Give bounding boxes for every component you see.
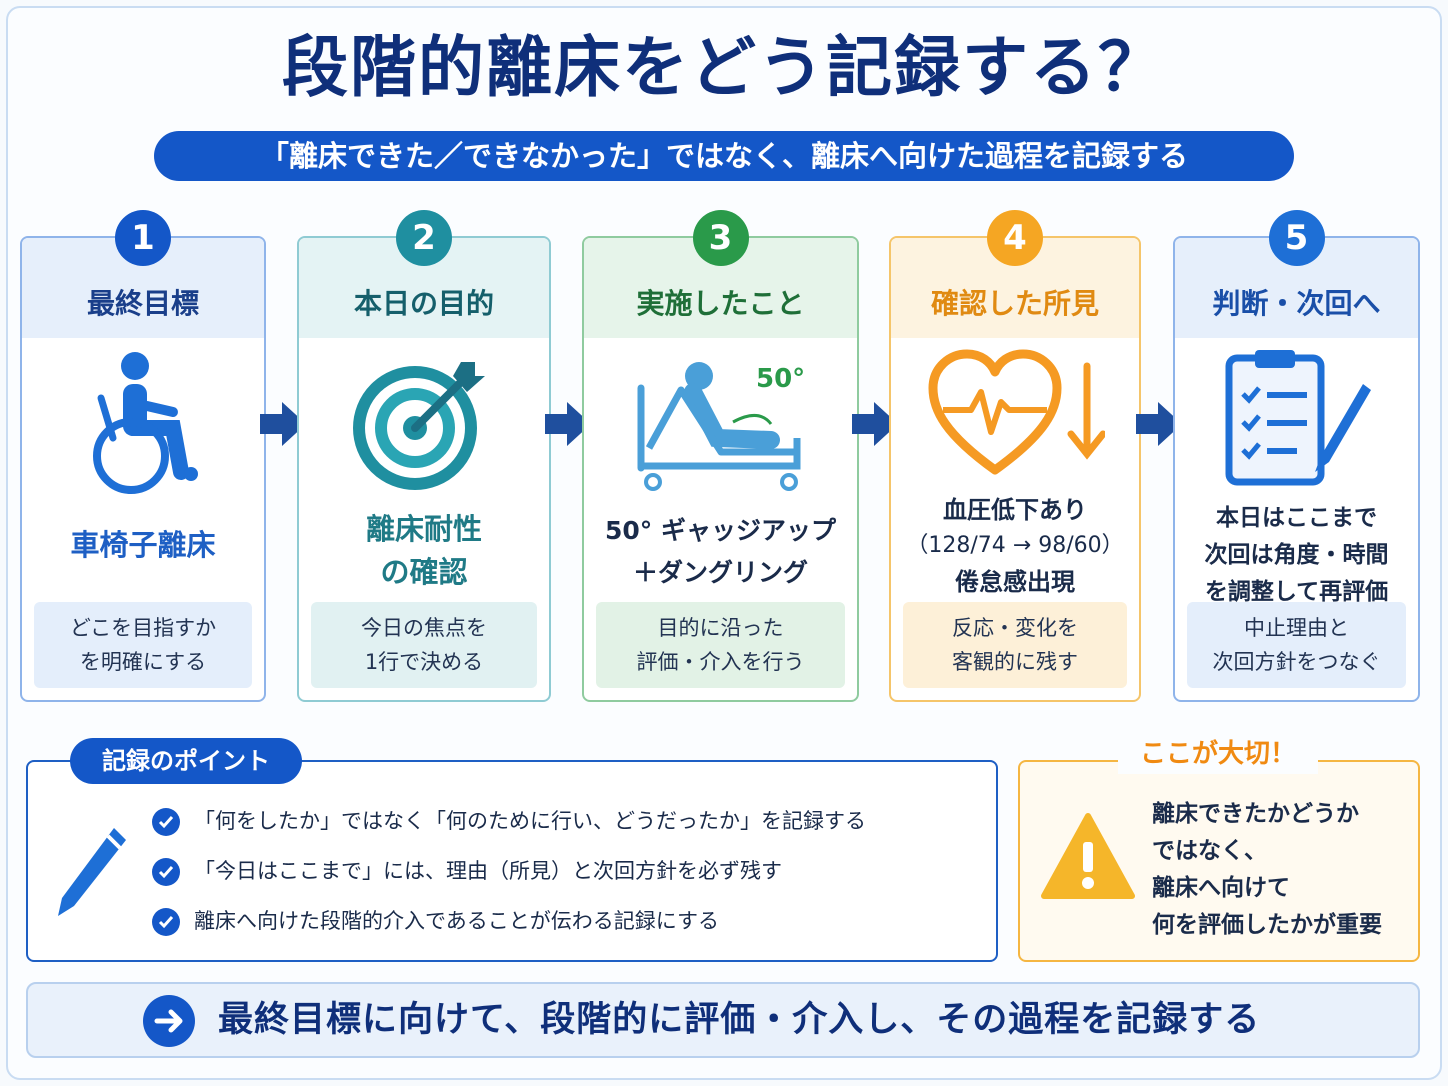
arrow-right-icon bbox=[852, 402, 898, 446]
step-description: 車椅子離床 bbox=[70, 528, 216, 562]
pen-icon bbox=[58, 828, 126, 916]
point-item: 「何をしたか」ではなく「何のために行い、どうだったか」を記録する bbox=[152, 806, 866, 836]
target-icon bbox=[299, 348, 549, 508]
step-label: 確認した所見 bbox=[930, 287, 1099, 320]
summary-text: 最終目標に向けて、段階的に評価・介入し、その過程を記録する bbox=[218, 1000, 1261, 1040]
step-label: 判断・次回へ bbox=[1212, 287, 1381, 320]
check-icon bbox=[152, 908, 180, 936]
step-label: 本日の目的 bbox=[353, 287, 494, 320]
step-card-2: 2 本日の目的 離床耐性 の確認 今日の焦点を 1行で決める bbox=[297, 210, 551, 702]
important-text: 離床できたかどうか ではなく、 離床へ向けて 何を評価したかが重要 bbox=[1152, 801, 1382, 938]
bed-icon bbox=[584, 348, 857, 508]
page-title: 段階的離床をどう記録する？ bbox=[282, 29, 1166, 106]
step-note: 中止理由と 次回方針をつなぐ bbox=[1187, 602, 1406, 688]
step-number: 5 bbox=[1268, 210, 1325, 266]
step-description: 離床耐性 の確認 bbox=[365, 512, 482, 589]
check-icon bbox=[152, 858, 180, 886]
step-card-1: 1 最終目標 車椅子離床 どこを目指すか を明確にする bbox=[20, 210, 266, 702]
subtitle-banner: 「離床できた／できなかった」ではなく、離床へ向けた過程を記録する bbox=[154, 131, 1294, 181]
step-description: 本日はここまで 次回は角度・時間 を調整して再評価 bbox=[1204, 505, 1389, 605]
point-item: 「今日はここまで」には、理由（所見）と次回方針を必ず残す bbox=[152, 856, 782, 886]
warning-icon bbox=[1041, 813, 1135, 899]
recording-points-panel bbox=[26, 760, 998, 962]
step-number: 1 bbox=[115, 210, 171, 266]
step-number: 4 bbox=[987, 210, 1043, 266]
step-number: 2 bbox=[396, 210, 452, 266]
wheelchair-icon bbox=[22, 348, 264, 508]
step-note: どこを目指すか を明確にする bbox=[34, 602, 252, 688]
step-label: 最終目標 bbox=[86, 287, 199, 320]
step-note: 目的に沿った 評価・介入を行う bbox=[596, 602, 845, 688]
arrow-right-icon bbox=[260, 402, 306, 446]
clipboard-icon bbox=[1175, 348, 1418, 508]
step-note: 反応・変化を 客観的に残す bbox=[903, 602, 1127, 688]
recording-points-title: 記録のポイント bbox=[70, 738, 302, 784]
step-card-4: 4 確認した所見 血圧低下あり （128/74 → 98/60） 倦怠感出現 反… bbox=[889, 210, 1141, 702]
arrow-circle-icon bbox=[143, 995, 195, 1047]
check-icon bbox=[152, 808, 180, 836]
important-title: ここが大切！ bbox=[1118, 734, 1318, 774]
point-item: 離床へ向けた段階的介入であることが伝わる記録にする bbox=[152, 906, 719, 936]
step-label: 実施したこと bbox=[636, 287, 805, 320]
step-note: 今日の焦点を 1行で決める bbox=[311, 602, 537, 688]
arrow-right-icon bbox=[1136, 402, 1182, 446]
step-number: 3 bbox=[692, 210, 749, 266]
step-card-3: 3 実施したこと 50° 50° ギャッジアップ ＋ダングリング 目的に沿った … bbox=[582, 210, 859, 702]
angle-label: 50° bbox=[756, 364, 806, 394]
heart-icon bbox=[891, 348, 1139, 508]
arrow-right-icon bbox=[545, 402, 591, 446]
step-description: 血圧低下あり （128/74 → 98/60） 倦怠感出現 bbox=[906, 496, 1124, 596]
step-card-5: 5 判断・次回へ 本日はここまで 次回は角度・時間 を調整して再評価 中止理由と… bbox=[1173, 210, 1420, 702]
summary-banner bbox=[26, 982, 1420, 1058]
step-description: 50° ギャッジアップ ＋ダングリング bbox=[605, 516, 836, 587]
